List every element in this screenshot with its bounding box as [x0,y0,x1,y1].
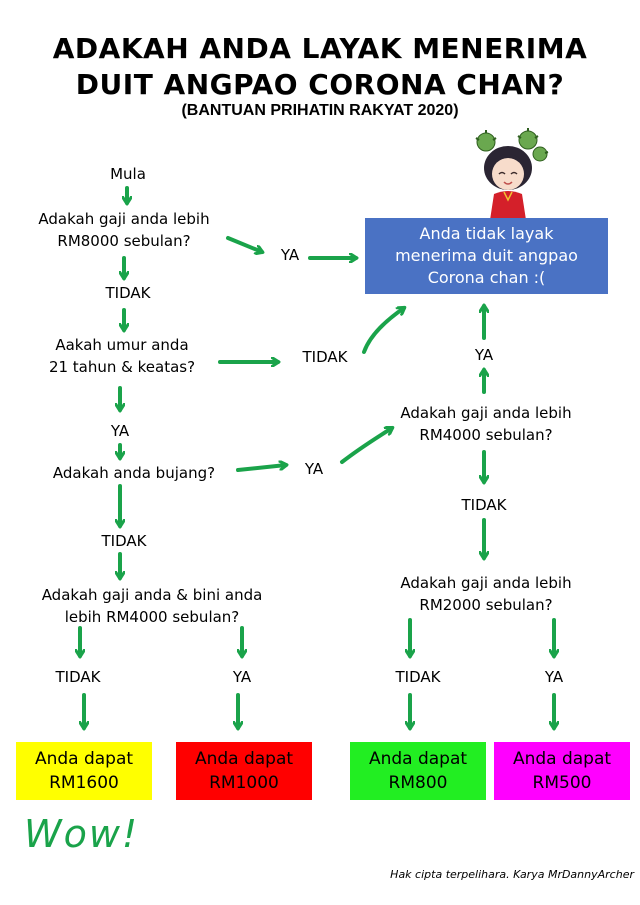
outcome-rm800-line-2: RM800 [389,771,448,795]
outcome-rm1000-line-2: RM1000 [209,771,279,795]
outcome-rm1000: Anda dapat RM1000 [176,742,312,800]
arrow-q2-no-to-box [364,308,404,352]
q6-yes-label: YA [534,668,574,686]
question-salary-2000: Adakah gaji anda lebih RM2000 sebulan? [384,572,588,616]
q4-no-label: TIDAK [38,668,118,686]
arrow-q3-yes [238,465,286,470]
question-salary-8000-line-2: RM8000 sebulan? [18,230,230,252]
not-eligible-box: Anda tidak layak menerima duit angpao Co… [365,218,608,294]
outcome-rm500: Anda dapat RM500 [494,742,630,800]
outcome-rm800: Anda dapat RM800 [350,742,486,800]
q5-no-label: TIDAK [444,496,524,514]
flow-start-label: Mula [100,165,156,183]
outcome-rm500-line-1: Anda dapat [513,747,611,771]
question-age-21-line-2: 21 tahun & keatas? [24,356,220,378]
question-combined-salary-4000: Adakah gaji anda & bini anda lebih RM400… [18,584,286,628]
outcome-rm800-line-1: Anda dapat [369,747,467,771]
q1-yes-label: YA [270,246,310,264]
question-salary-4000-line-1: Adakah gaji anda lebih [384,402,588,424]
anime-girl-mascot-icon [468,128,552,220]
arrow-q1-yes [228,238,262,252]
q1-no-label: TIDAK [88,284,168,302]
q6-no-label: TIDAK [378,668,458,686]
q3-no-label: TIDAK [84,532,164,550]
question-age-21: Aakah umur anda 21 tahun & keatas? [24,334,220,378]
question-salary-8000: Adakah gaji anda lebih RM8000 sebulan? [18,208,230,252]
outcome-rm500-line-2: RM500 [533,771,592,795]
q2-no-label: TIDAK [290,348,360,366]
q4-yes-label: YA [222,668,262,686]
question-age-21-line-1: Aakah umur anda [24,334,220,356]
question-combined-salary-4000-line-2: lebih RM4000 sebulan? [18,606,286,628]
q2-yes-label: YA [100,422,140,440]
question-salary-8000-line-1: Adakah gaji anda lebih [18,208,230,230]
copyright-credit: Hak cipta terpelihara. Karya MrDannyArch… [384,868,634,881]
question-single: Adakah anda bujang? [36,462,232,484]
outcome-rm1600: Anda dapat RM1600 [16,742,152,800]
wow-annotation: Wow! [24,812,139,856]
question-combined-salary-4000-line-1: Adakah gaji anda & bini anda [18,584,286,606]
question-salary-4000-line-2: RM4000 sebulan? [384,424,588,446]
question-salary-4000: Adakah gaji anda lebih RM4000 sebulan? [384,402,588,446]
q3-yes-label: YA [294,460,334,478]
outcome-rm1000-line-1: Anda dapat [195,747,293,771]
question-salary-2000-line-1: Adakah gaji anda lebih [384,572,588,594]
q5-yes-label: YA [464,346,504,364]
outcome-rm1600-line-2: RM1600 [49,771,119,795]
question-salary-2000-line-2: RM2000 sebulan? [384,594,588,616]
outcome-rm1600-line-1: Anda dapat [35,747,133,771]
